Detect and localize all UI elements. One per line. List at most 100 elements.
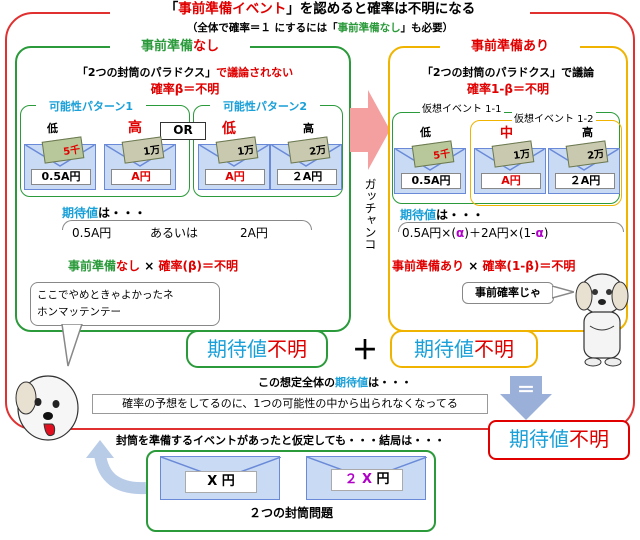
- left-formula-b: なし: [116, 259, 141, 273]
- title-rest: 」を認めると確率は不明になる: [286, 1, 476, 17]
- left-line2-b: ＝不明: [183, 82, 220, 96]
- right-expect-b: は・・・: [436, 208, 485, 222]
- high1-label: 高: [128, 120, 142, 136]
- envelope-amount: 0.5A円: [31, 169, 91, 185]
- left-formula-a: 事前準備: [68, 259, 117, 273]
- high2-label: 高: [303, 122, 314, 135]
- plus-sign: ＋: [352, 336, 379, 366]
- main-title: 「事前準備イベント」を認めると確率は不明になる: [110, 0, 530, 20]
- right-line1: 「2つの封筒のパラドクス」で議論: [421, 66, 595, 79]
- final-a: 期待値: [509, 427, 569, 451]
- bill-amount: 2万: [308, 144, 327, 158]
- pattern1-label: 可能性パターン1: [36, 98, 146, 114]
- left-result-a: 期待値: [207, 337, 267, 361]
- title-quote: 「: [164, 1, 179, 17]
- speech-bubble-right: 事前確率じゃ: [462, 282, 554, 304]
- final-result-box: 期待値不明: [488, 420, 630, 460]
- right-envelope-3: 2万 ２A円: [548, 140, 620, 194]
- right-f1-e: ): [543, 226, 549, 240]
- right-f2-a: 事前準備: [392, 259, 441, 273]
- pattern2-label: 可能性パターン2: [210, 98, 320, 114]
- speech-bubble-left: ここでやめときゃよかったネ ホンマッテンテー: [30, 282, 220, 326]
- right-f2-c: ×: [468, 259, 479, 273]
- right-line2-b: ＝不明: [512, 82, 549, 96]
- envelope-4: 2万 ２A円: [270, 136, 342, 190]
- bill-amount: 5千: [432, 148, 451, 162]
- title-note-prefix: （全体で確率＝１ にするには「: [186, 22, 338, 34]
- overall-a: この想定全体の: [258, 376, 335, 389]
- bottom-envelope-2-amount: ２ X 円: [331, 469, 403, 491]
- left-line1-b: で議論されない: [216, 66, 294, 79]
- left-head-b: なし: [193, 39, 220, 54]
- right-result-box: 期待値不明: [390, 330, 538, 368]
- event12-label: 仮想イベント 1-2: [512, 110, 596, 125]
- envelope-amount: ２A円: [555, 173, 615, 189]
- left-expect-b: は・・・: [98, 206, 147, 220]
- assumption-text: 封筒を準備するイベントがあったと仮定しても・・・結局は・・・: [116, 434, 446, 447]
- left-formula-d: 確率(β): [158, 259, 203, 273]
- bill-amount: 1万: [236, 144, 255, 158]
- right-head-b: あり: [523, 39, 550, 54]
- left-line2: 確率β＝不明: [40, 80, 330, 97]
- right-f1-d: α: [535, 226, 544, 240]
- gacchanko-label: ガッチャンコ: [363, 178, 377, 250]
- left-line1: 「2つの封筒のパラドクス」で議論されない: [40, 64, 330, 80]
- right-f1-c: )＋2A円×(1-: [464, 226, 536, 240]
- envelope-2: 1万 A円: [104, 136, 176, 190]
- curved-arrow-icon: [86, 440, 147, 495]
- left-result-b: 不明: [267, 337, 307, 361]
- title-note-suffix: 」も必要）: [400, 22, 454, 34]
- left-option2: 2A円: [240, 226, 268, 240]
- right-line2: 確率1-β＝不明: [390, 80, 626, 97]
- left-expect-a: 期待値: [62, 206, 99, 220]
- equals-sign: ＝: [517, 380, 535, 401]
- low1-label: 低: [47, 122, 58, 135]
- right-result-a: 期待値: [414, 337, 474, 361]
- left-formula: 事前準備なし × 確率(β)＝不明: [68, 257, 238, 274]
- low2-label: 低: [222, 121, 236, 137]
- bottom-env2-b: 円: [372, 472, 390, 487]
- or-box: OR: [160, 122, 206, 140]
- title-note-highlight: 事前準備なし: [337, 22, 401, 34]
- left-result-box: 期待値不明: [186, 330, 328, 368]
- left-head-a: 事前準備: [140, 39, 193, 54]
- envelope-amount: A円: [205, 169, 265, 185]
- right-head-a: 事前準備: [470, 39, 523, 54]
- professor-dog-icon: [575, 273, 629, 367]
- overall-b: 期待値: [335, 376, 368, 389]
- right-expectation: 期待値は・・・: [400, 206, 484, 223]
- envelope-amount: A円: [111, 169, 171, 185]
- title-event: 事前準備イベント: [178, 1, 287, 17]
- bill-amount: 1万: [512, 148, 531, 162]
- bottom-envelope-1-amount: X 円: [185, 471, 257, 493]
- envelope-amount: 0.5A円: [401, 173, 461, 189]
- bottom-envelope-2: ２ X 円: [306, 456, 427, 500]
- left-option1: 0.5A円: [72, 226, 112, 240]
- speech-tail-left: [61, 324, 83, 367]
- left-line1-a: 「2つの封筒のパラドクス」: [76, 66, 217, 79]
- overall-c: は・・・: [368, 376, 412, 389]
- right-low-label: 低: [420, 126, 431, 139]
- right-panel-heading: 事前準備あり: [440, 38, 580, 56]
- title-note: （全体で確率＝１ にするには「事前準備なし」も必要）: [150, 20, 490, 35]
- right-envelope-1: 5千 0.5A円: [394, 140, 466, 194]
- left-formula-e: ＝不明: [202, 259, 239, 273]
- final-b: 不明: [569, 427, 609, 451]
- overall-text: この想定全体の期待値は・・・: [258, 374, 412, 390]
- left-line2-a: 確率β: [150, 82, 184, 96]
- left-expectation: 期待値は・・・: [62, 204, 146, 221]
- envelope-3: 1万 A円: [198, 136, 270, 190]
- bill-amount: 2万: [586, 148, 605, 162]
- right-envelope-2: 1万 A円: [474, 140, 546, 194]
- right-formula1: 0.5A円×(α)＋2A円×(1-α): [402, 224, 548, 241]
- right-f2-d: 確率(1-β): [482, 259, 540, 273]
- bottom-envelope-1: X 円: [160, 456, 281, 500]
- bottom-env2-a: ２ X: [344, 472, 373, 487]
- right-mid-label: 中: [500, 126, 514, 141]
- right-high-label: 高: [582, 126, 593, 139]
- left-panel-heading: 事前準備なし: [110, 38, 250, 56]
- right-line2-a: 確率1-β: [467, 82, 513, 96]
- speech-tail-right: [552, 286, 574, 299]
- merge-arrow: [350, 90, 390, 170]
- bottom-title: ２つの封筒問題: [248, 506, 333, 520]
